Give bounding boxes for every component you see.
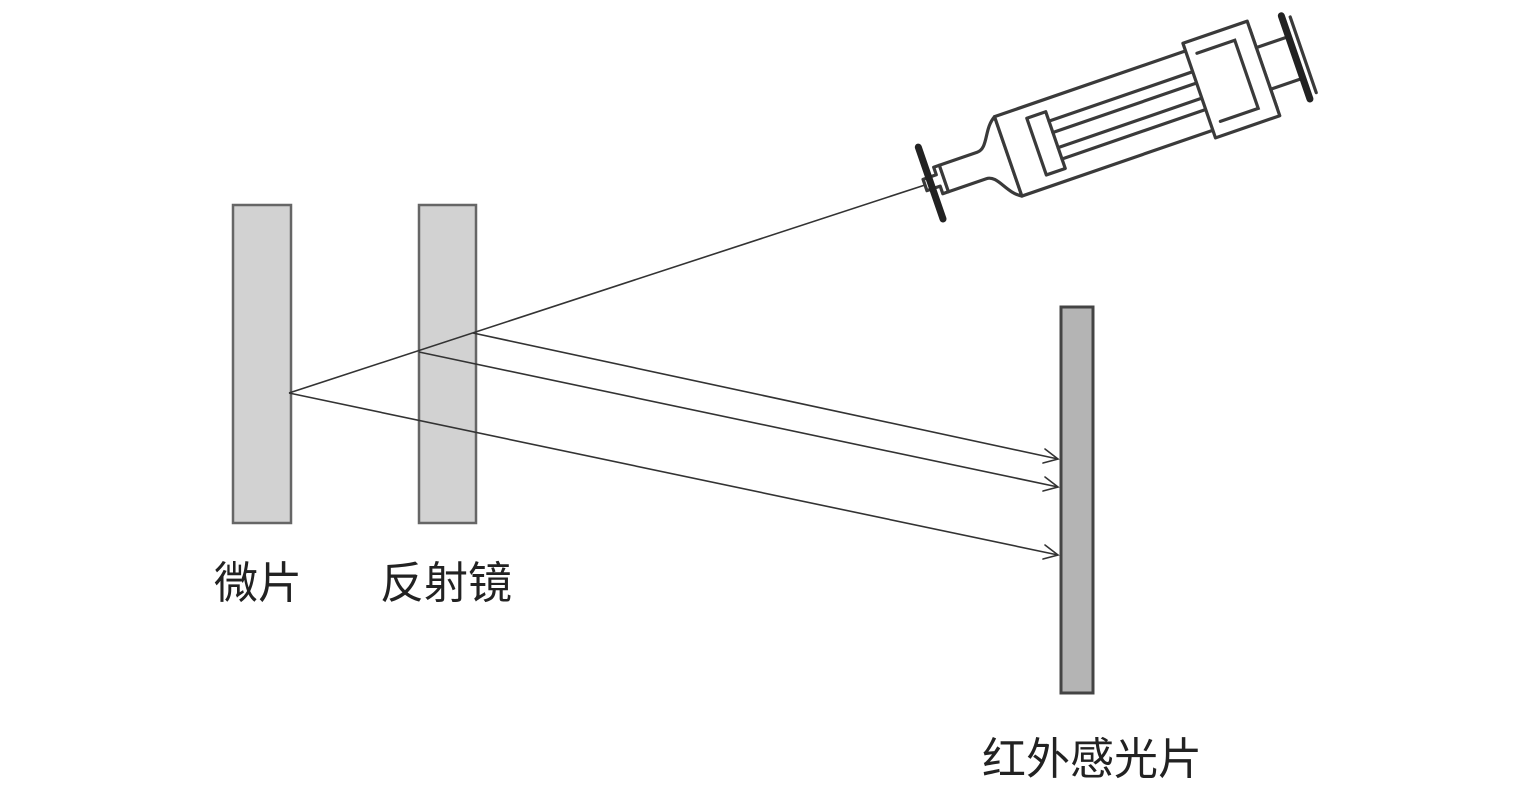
arrowhead-1	[1042, 448, 1060, 464]
microslide-label: 微片	[214, 558, 302, 609]
reflected-ray-2	[418, 351, 1059, 488]
arrowhead-3	[1042, 544, 1060, 560]
reflected-ray-3	[288, 392, 1059, 556]
reflected-ray-1	[472, 332, 1059, 460]
arrowhead-2	[1042, 476, 1060, 492]
microslide-panel	[231, 203, 293, 525]
mirror-label: 反射镜	[380, 558, 512, 609]
mirror-panel	[417, 203, 478, 525]
ir-sensor-panel	[1059, 305, 1095, 695]
ir-sensor-label: 红外感光片	[982, 734, 1202, 785]
syringe-icon	[914, 12, 1318, 223]
incident-beam	[288, 184, 926, 394]
